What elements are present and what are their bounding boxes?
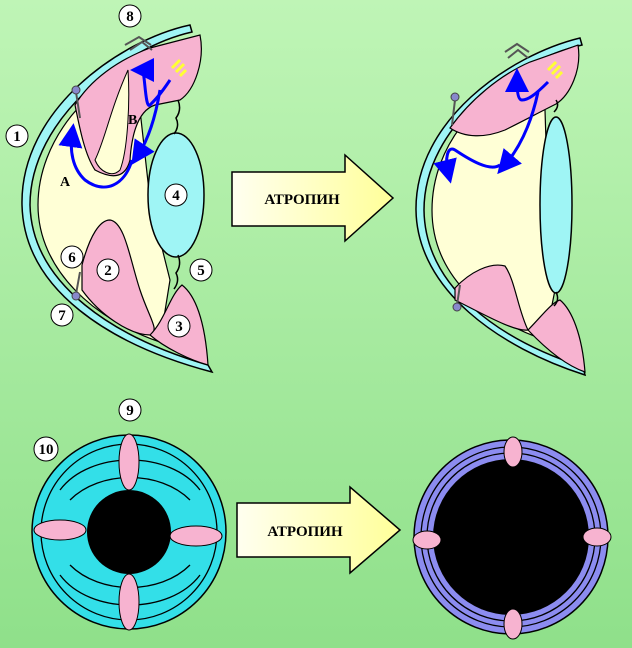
schlemm-canal-after xyxy=(504,42,530,59)
pin-upper-after xyxy=(451,99,456,126)
callout-3: 3 xyxy=(167,314,191,338)
lens-after xyxy=(539,116,573,294)
svg-text:1: 1 xyxy=(13,129,21,145)
flow-label-a: А xyxy=(60,175,71,190)
iris-after xyxy=(412,436,612,640)
flow-arrow-icon xyxy=(58,123,134,189)
pupil xyxy=(87,490,171,574)
zonule-lower-after xyxy=(553,291,559,307)
svg-text:10: 10 xyxy=(39,442,54,458)
drug-arrow-icon xyxy=(236,485,402,575)
iris-lower-after xyxy=(454,264,529,331)
flow-arrow-icon xyxy=(497,91,540,175)
svg-text:8: 8 xyxy=(126,9,134,25)
callout-2: 2 xyxy=(96,258,120,282)
sphincter-bottom-after xyxy=(503,608,523,640)
sphincter-top-after xyxy=(503,436,523,468)
flow-arrow-icon xyxy=(433,147,501,184)
sphincter-top xyxy=(118,433,140,491)
aqueous-source-icon xyxy=(170,58,188,78)
eye-before: 8 1 4 6 2 5 7 3 В А xyxy=(5,4,214,374)
callout-9: 9 xyxy=(118,398,142,422)
flow-arrow-icon xyxy=(505,68,550,102)
aqueous-source-icon xyxy=(546,60,564,80)
pin-lower xyxy=(75,271,81,295)
eye-after xyxy=(415,37,587,377)
svg-text:9: 9 xyxy=(126,403,134,419)
callout-1: 1 xyxy=(5,124,29,148)
pin-upper xyxy=(75,91,81,119)
drug-arrow-icon xyxy=(231,153,395,243)
callout-4: 4 xyxy=(164,183,188,207)
iris-lower xyxy=(81,219,155,336)
pin-lower-head-after xyxy=(452,302,462,312)
cornea xyxy=(21,24,214,374)
flow-arrow-icon xyxy=(130,58,172,107)
flow-label-b: В xyxy=(128,113,137,128)
sphincter-left-after xyxy=(412,530,442,550)
drug-arrow-bottom: АТРОПИН xyxy=(236,485,402,575)
svg-text:4: 4 xyxy=(172,188,180,204)
svg-text:3: 3 xyxy=(175,319,183,335)
pin-lower-after xyxy=(456,284,461,306)
iris-before: 9 10 xyxy=(31,398,227,631)
svg-text:6: 6 xyxy=(68,250,76,266)
callout-10: 10 xyxy=(33,436,59,462)
svg-text:5: 5 xyxy=(197,263,205,279)
callout-5: 5 xyxy=(189,258,213,282)
sphincter-right xyxy=(169,525,223,547)
svg-text:2: 2 xyxy=(104,263,112,279)
callout-8: 8 xyxy=(118,4,142,28)
sphincter-bottom xyxy=(118,573,140,631)
trabecular-gap xyxy=(94,69,130,175)
zonule-lower xyxy=(173,254,181,290)
callout-6: 6 xyxy=(60,245,84,269)
pin-lower-head xyxy=(71,291,81,301)
svg-text:7: 7 xyxy=(58,308,66,324)
pupil-after xyxy=(433,459,589,615)
schlemm-canal xyxy=(124,35,153,51)
drug-arrow-top: АТРОПИН xyxy=(231,153,395,243)
zonule-upper xyxy=(173,99,181,135)
ciliary-body-lower-after xyxy=(527,299,586,373)
flow-arrow-icon xyxy=(131,89,162,165)
callout-7: 7 xyxy=(50,303,74,327)
pin-upper-head xyxy=(71,85,81,95)
drug-label-bottom: АТРОПИН xyxy=(267,524,343,540)
pin-upper-head-after xyxy=(450,92,460,102)
zonule-upper-after xyxy=(553,99,559,113)
sphincter-right-after xyxy=(582,527,612,547)
sphincter-left xyxy=(33,519,87,541)
drug-label-top: АТРОПИН xyxy=(264,192,340,208)
